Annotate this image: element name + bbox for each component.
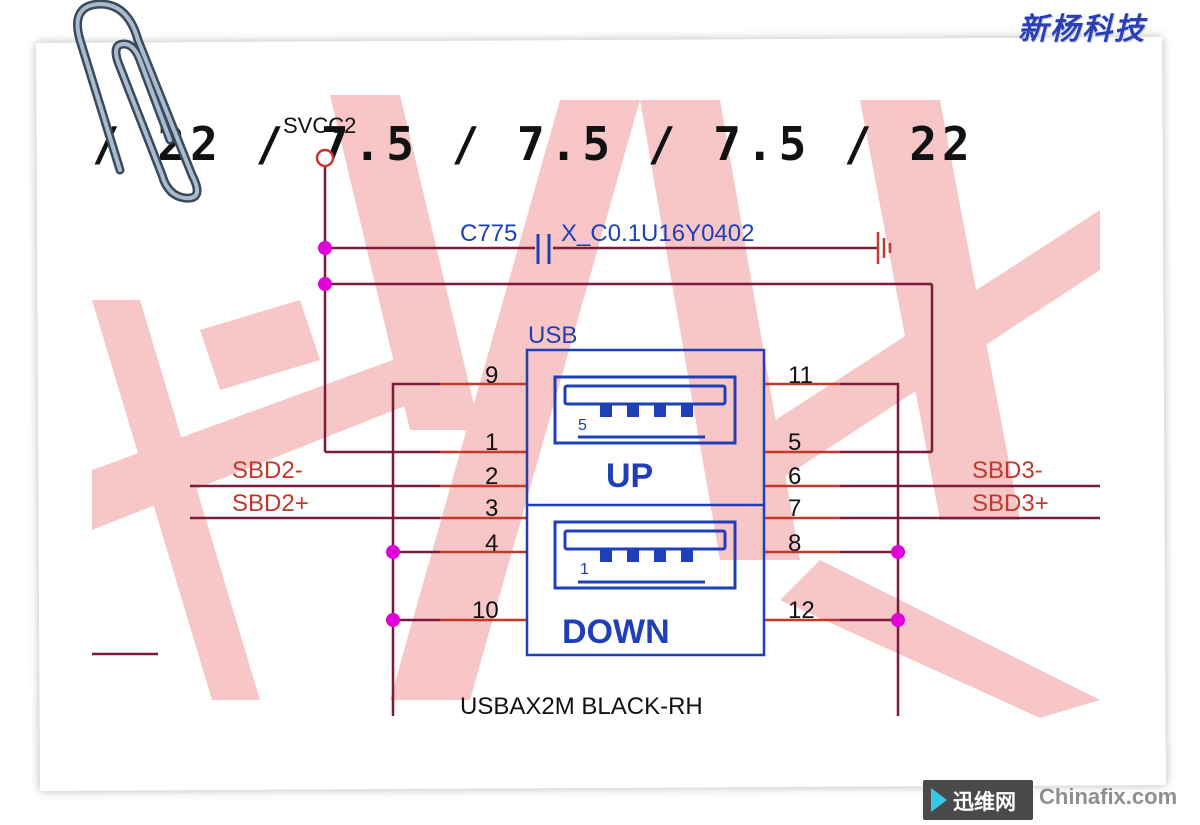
net-label-sbd2-plus: SBD2+ — [232, 490, 309, 517]
watermark-stroke-9 — [200, 300, 320, 390]
net-label-sbd3-plus: SBD3+ — [972, 490, 1049, 517]
usb-port-up-icon — [553, 375, 737, 445]
junctions — [318, 241, 905, 627]
pin-number: 3 — [485, 495, 498, 522]
pin-number: 11 — [788, 362, 813, 389]
pin-number: 6 — [788, 463, 801, 490]
site-logo: 迅维网 — [923, 780, 1033, 820]
watermark-stroke-7 — [92, 350, 420, 530]
watermark-stroke-3 — [390, 100, 640, 700]
junction-dot — [318, 277, 332, 291]
gnd-left-bus — [391, 382, 440, 716]
msi-watermark — [92, 95, 1100, 718]
junction-dot — [386, 545, 400, 559]
connector-part-name: USBAX2M BLACK-RH — [460, 693, 703, 720]
right-pin-numbers: 11 5 6 7 8 12 — [788, 362, 815, 624]
ground-icon — [876, 232, 892, 264]
port-up-label: UP — [606, 457, 653, 495]
connector-label: USB — [528, 322, 577, 349]
watermark-stroke-1 — [92, 300, 260, 700]
junction-dot — [891, 545, 905, 559]
brand-title: 新杨科技 — [1018, 12, 1146, 47]
watermark-stroke-6 — [760, 210, 1100, 480]
svcc2-power-port — [315, 148, 335, 168]
watermark-stroke-8 — [780, 560, 1100, 718]
junction-dot — [386, 613, 400, 627]
gnd-right-bus — [840, 382, 900, 716]
watermark-stroke-5 — [860, 100, 1020, 520]
usb-port-down-icon — [553, 520, 737, 590]
svcc2-label: SVCC2 — [283, 113, 356, 138]
pin-number: 10 — [472, 597, 499, 624]
junction-dot — [318, 241, 332, 255]
arrow-icon — [931, 788, 947, 812]
port-up-pin-index: 5 — [578, 417, 587, 434]
pin-number: 8 — [788, 530, 801, 557]
pin-number: 12 — [788, 597, 815, 624]
junction-dot — [891, 613, 905, 627]
pin-number: 2 — [485, 463, 498, 490]
pin-number: 1 — [485, 429, 498, 456]
paper-clip-icon — [73, 0, 202, 203]
pin-number: 9 — [485, 362, 498, 389]
capacitor-ref: C775 — [460, 220, 517, 247]
site-url: Chinafix.com — [1039, 784, 1178, 809]
usb-connector-body — [525, 348, 766, 657]
pin-number: 7 — [788, 495, 801, 522]
pin-number: 4 — [485, 530, 498, 557]
site-logo-text: 迅维网 — [953, 790, 1016, 814]
header-values: / 22 / 7.5 / 7.5 / 7.5 / 22 — [92, 117, 975, 171]
port-down-pin-index: 1 — [580, 561, 589, 578]
wires — [92, 166, 1100, 716]
pin-stubs — [440, 382, 840, 622]
left-pin-numbers: 9 1 2 3 4 10 — [472, 362, 499, 624]
capacitor-c775 — [536, 234, 551, 264]
capacitor-value: X_C0.1U16Y0402 — [561, 220, 754, 247]
watermark-stroke-2 — [330, 95, 480, 430]
net-label-sbd3-minus: SBD3- — [972, 457, 1043, 484]
net-label-sbd2-minus: SBD2- — [232, 457, 303, 484]
port-down-label: DOWN — [562, 613, 670, 651]
net-labels: SBD2- SBD2+ SBD3- SBD3+ — [232, 457, 1049, 517]
pin-number: 5 — [788, 429, 801, 456]
site-watermark: 迅维网 Chinafix.com — [923, 780, 1200, 825]
watermark-stroke-4 — [640, 100, 800, 560]
